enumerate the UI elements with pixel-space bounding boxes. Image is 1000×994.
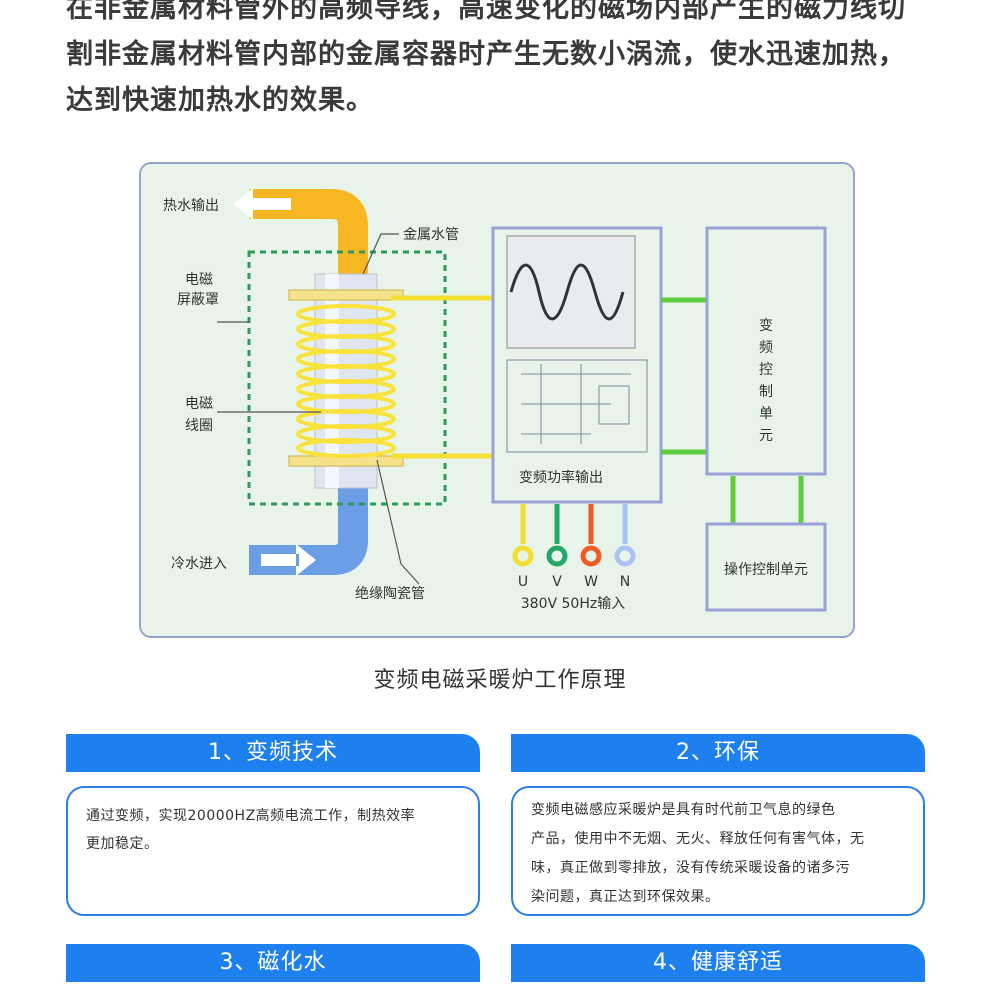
vf-control-char: 控 [759,362,773,378]
card-text-line: 变频电磁感应采暖炉是具有时代前卫气息的绿色 [531,802,836,818]
em-coil-label: 线圈 [185,418,213,434]
top-flange [288,289,404,301]
diagram-caption: 变频电磁采暖炉工作原理 [373,668,627,693]
vf-control-box [705,226,827,476]
em-coil [296,304,396,458]
power-input-label: 380V 50Hz输入 [521,596,625,612]
operation-control-label: 操作控制单元 [724,562,808,578]
leader-lines [217,233,420,585]
card-title-vf-tech: 1、变频技术 [66,734,480,772]
cold-water-in-label: 冷水进入 [171,556,227,572]
intro-line: 在非金属材料管外的高频导线，高速变化的磁场内部产生的磁力线切 [66,0,906,24]
circuit-schematic [506,359,648,453]
ceramic-pipe-label: 绝缘陶瓷管 [355,586,425,602]
vf-control-char: 元 [759,428,773,444]
phase-n-connector [614,504,636,567]
card-title-magnetized-water: 3、磁化水 [66,944,480,982]
em-shield-label: 电磁 [185,272,213,288]
intro-line: 割非金属材料管内部的金属容器时产生无数小涡流，使水迅速加热， [66,39,906,70]
card-title-eco: 2、环保 [511,734,925,772]
oscilloscope-screen [506,235,636,349]
phase-u-label: U [518,574,528,590]
cold-water-pipe [249,464,368,575]
phase-n-label: N [620,574,630,590]
em-shield [247,250,447,506]
working-principle-diagram: 变频功率输出 变 频 控 制 单 元 操作控制单元 [139,162,855,638]
vf-control-char: 频 [759,340,773,356]
card-text-line: 染问题，真正达到环保效果。 [531,889,720,905]
metal-pipe-label: 金属水管 [403,227,459,243]
phase-u-connector [512,504,534,567]
vf-control-char: 制 [759,384,773,400]
hot-water-out-label: 热水输出 [163,198,219,214]
phase-w-label: W [584,574,598,590]
intro-paragraph: 在非金属材料管外的高频导线，高速变化的磁场内部产生的磁力线切 割非金属材料管内部… [66,0,946,124]
vf-power-label: 变频功率输出 [519,469,603,486]
card-text-line: 通过变频，实现20000HZ高频电流工作，制热效率 [86,808,416,824]
operation-control-box [705,522,827,612]
em-shield-label: 屏蔽罩 [177,292,219,308]
card-body-vf-tech: 通过变频，实现20000HZ高频电流工作，制热效率 更加稳定。 [66,786,480,916]
diagram-svg: 变频功率输出 变 频 控 制 单 元 操作控制单元 [163,188,827,612]
vf-control-char: 变 [759,318,773,334]
card-title-healthy-comfort: 4、健康舒适 [511,944,925,982]
hot-water-arrow-icon [233,188,291,220]
phase-w-connector [580,504,602,567]
card-text-line: 味，真正做到零排放，没有传统采暖设备的诸多污 [531,860,850,876]
cold-water-arrow-icon [261,544,316,576]
intro-line: 达到快速加热水的效果。 [66,85,374,116]
card-text-line: 更加稳定。 [86,836,159,852]
vf-control-char: 单 [759,406,773,422]
phase-v-connector [546,504,568,567]
sine-wave [509,263,625,321]
card-text-line: 产品，使用中不无烟、无火、释放任何有害气体，无 [531,831,865,847]
em-coil-label: 电磁 [185,396,213,412]
phase-v-label: V [552,574,562,590]
hot-water-pipe [249,189,368,276]
card-body-eco: 变频电磁感应采暖炉是具有时代前卫气息的绿色 产品，使用中不无烟、无火、释放任何有… [511,786,925,916]
